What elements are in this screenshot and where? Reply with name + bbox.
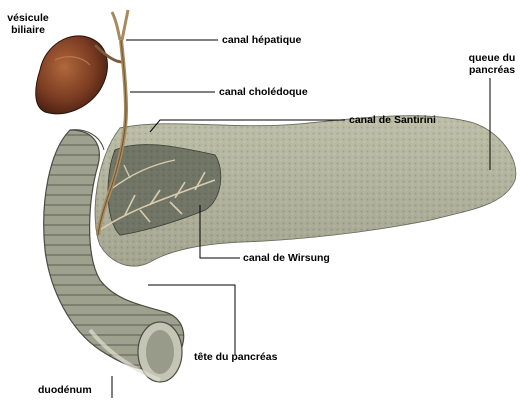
label-canal-hepatique: canal hépatique	[222, 34, 301, 46]
label-canal-santirini: canal de Santirini	[349, 114, 436, 126]
label-queue-pancreas: queue du pancréas	[466, 52, 518, 76]
label-canal-choledoque: canal cholédoque	[219, 86, 308, 98]
label-tete-pancreas: tête du pancréas	[194, 351, 277, 363]
label-duodenum: duodénum	[38, 384, 92, 396]
label-canal-wirsung: canal de Wirsung	[243, 252, 330, 264]
label-vesicule-biliaire: vésicule biliaire	[2, 12, 54, 36]
hepatic-duct	[112, 10, 128, 40]
